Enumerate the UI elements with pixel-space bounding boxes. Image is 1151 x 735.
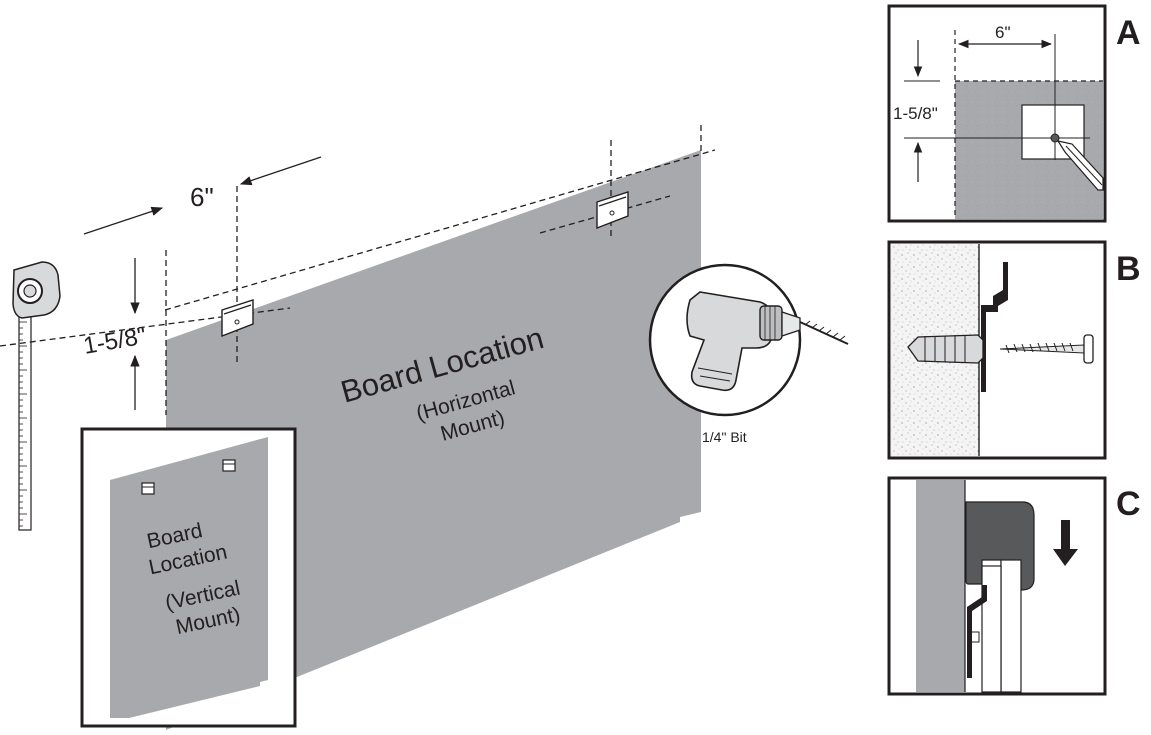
wall-anchor-icon [907, 334, 984, 364]
panel-a-letter: A [1116, 14, 1141, 52]
panel-a: 6" 1-5/8" [887, 4, 1107, 223]
board-surface [166, 150, 701, 730]
tape-measure-icon [12, 261, 61, 531]
panel-a-dimension-6in: 6" [995, 23, 1011, 42]
dimension-1-5-8in-label: 1-5/8" [81, 322, 148, 360]
main-board [166, 150, 701, 730]
panel-a-dimension-1-5-8in: 1-5/8" [893, 104, 938, 123]
dimension-arrows [83, 156, 322, 410]
screw-icon [999, 334, 1094, 364]
down-arrow-icon [1053, 520, 1078, 566]
panel-b-letter: B [1116, 250, 1141, 288]
pencil-icon [1056, 140, 1104, 191]
drill-bit-label: 1/4" Bit [702, 429, 747, 445]
panel-c-letter: C [1116, 485, 1141, 523]
mounting-clip-right [596, 191, 629, 230]
drill-icon [648, 263, 849, 417]
vertical-mount-inset: Board Location (Vertical Mount) [80, 427, 297, 728]
panel-c [887, 476, 1107, 696]
panel-b [887, 240, 1107, 460]
inset-clip-left [141, 482, 155, 495]
mounting-clip-left [221, 299, 254, 338]
dimension-6in-label: 6" [190, 182, 214, 212]
inset-clip-right [222, 459, 236, 472]
